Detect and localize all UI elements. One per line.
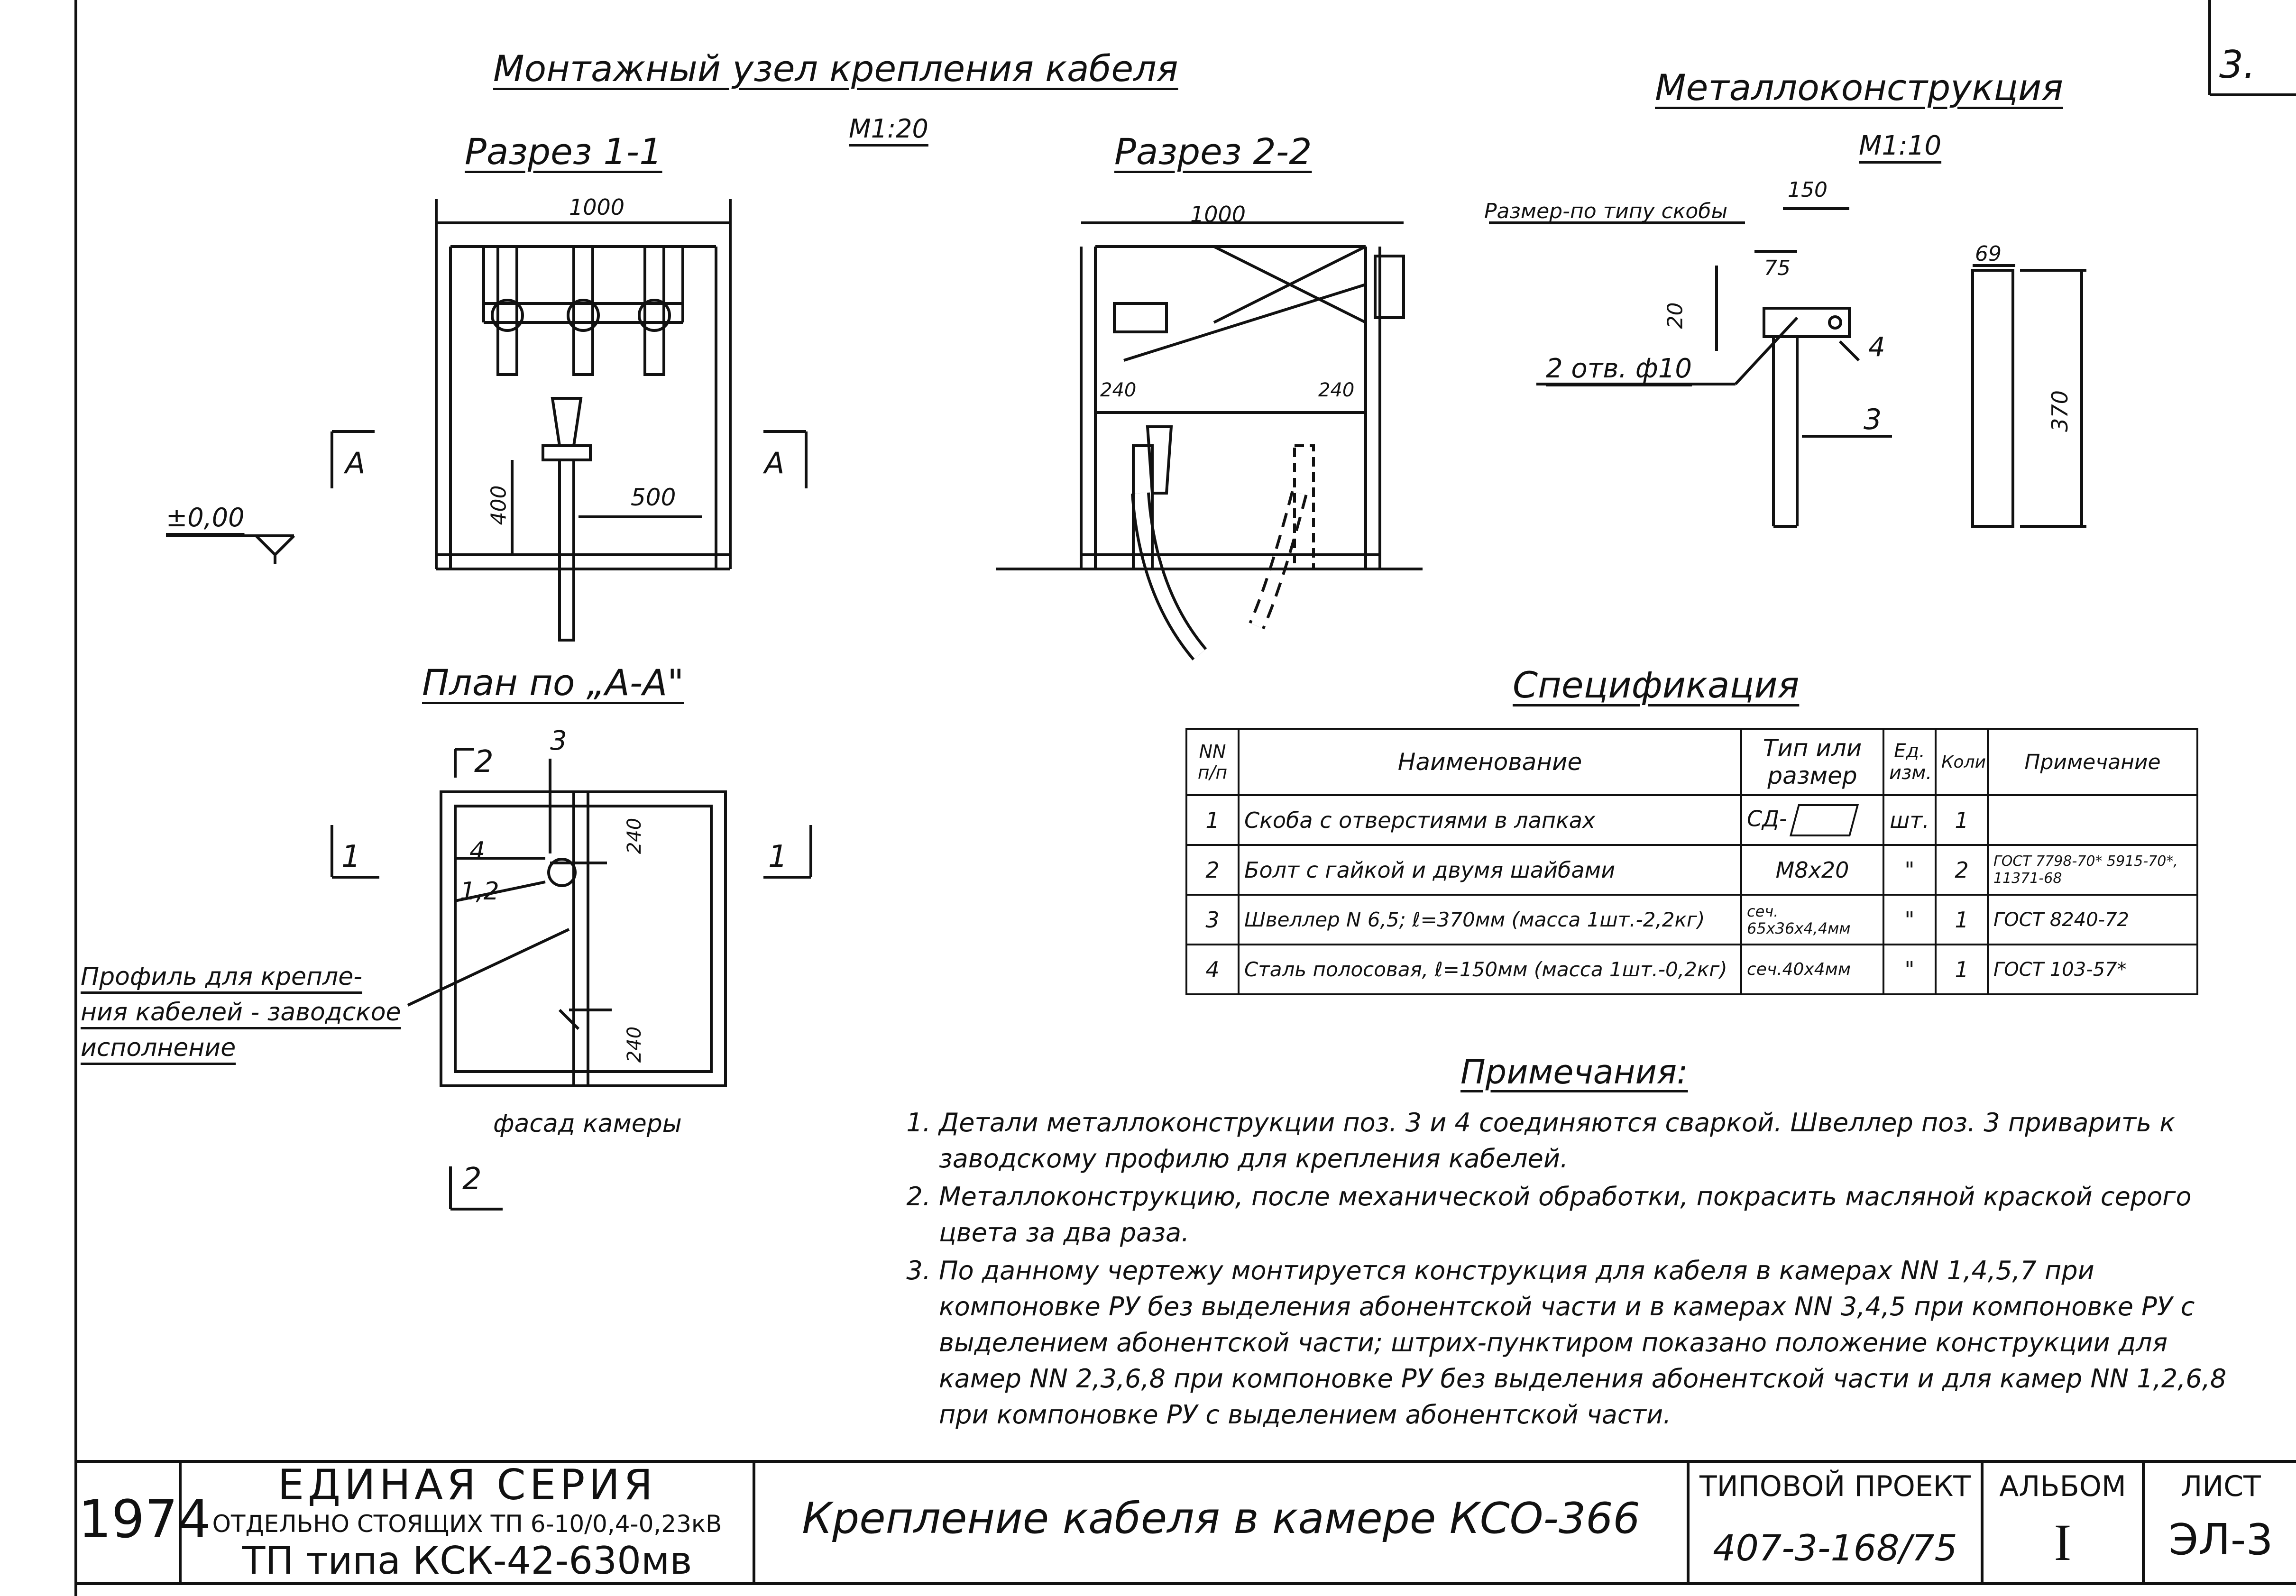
dim-1000-section11: 1000 [569, 194, 625, 220]
spec-cell-type-text: СД- [1747, 806, 1787, 831]
spec-cell-note: ГОСТ 103-57* [1987, 944, 2198, 995]
spec-cell-note: ГОСТ 7798-70* 5915-70*, 11371-68 [1987, 844, 2198, 896]
spec-header-qty: Колич. [1935, 728, 1989, 796]
dim-20: 20 [1663, 302, 1688, 329]
scale-1-20: М1:20 [849, 114, 928, 144]
cut-arrow-a-right: А [764, 446, 785, 480]
tb-series-title: ЕДИНАЯ СЕРИЯ [277, 1460, 657, 1509]
tb-series-sub: ОТДЕЛЬНО СТОЯЩИХ ТП 6-10/0,4-0,23кВ [212, 1510, 722, 1538]
spec-cell-qty: 1 [1935, 894, 1989, 945]
metal-title: Металлоконструкция [1655, 66, 2063, 109]
profile-note-line2: ния кабелей - заводское [81, 998, 401, 1027]
spec-header-row: NN п/п Наименование Тип или размер Ед. и… [1185, 728, 2198, 796]
notes-title: Примечания: [1460, 1053, 1688, 1092]
tb-tp-type: ТП типа КСК-42-630мв [242, 1539, 692, 1583]
note-item-2: Металлоконструкцию, после механической о… [939, 1179, 2252, 1251]
dim-69: 69 [1975, 242, 2002, 266]
spec-cell-qty: 2 [1935, 844, 1989, 896]
dim-1000-section22: 1000 [1190, 202, 1246, 227]
spec-cell-name: Швеллер N 6,5; ℓ=370мм (масса 1шт.-2,2кг… [1238, 894, 1742, 945]
tb-year: 1974 [78, 1489, 211, 1550]
spec-cell-name: Скоба с отверстиями в лапках [1238, 794, 1742, 846]
spec-table: NN п/п Наименование Тип или размер Ед. и… [1185, 728, 2198, 995]
section-1-1-title: Разрез 1-1 [465, 130, 662, 173]
dim-370: 370 [2047, 390, 2073, 432]
spec-cell-type: М8х20 [1740, 844, 1884, 896]
main-title: Монтажный узел крепления кабеля [493, 47, 1178, 90]
metal-pos-3: 3 [1864, 403, 1882, 436]
spec-cell-num: 1 [1185, 794, 1240, 846]
tb-drawing-title: Крепление кабеля в камере КСО-366 [802, 1494, 1640, 1543]
facade-label: фасад камеры [493, 1110, 682, 1138]
spec-header-unit: Ед. изм. [1883, 728, 1937, 796]
spec-cell-type: СД- [1740, 794, 1884, 846]
spec-cell-note: ГОСТ 8240-72 [1987, 894, 2198, 945]
tb-album-label: АЛЬБОМ [1999, 1470, 2126, 1503]
plan-cut-2-bottom: 2 [462, 1162, 482, 1197]
dim-240-left: 240 [1100, 379, 1137, 401]
spec-cell-type: сеч.40х4мм [1740, 944, 1884, 995]
spec-header-type: Тип или размер [1740, 728, 1884, 796]
tb-sheet-code: ЭЛ-3 [2168, 1515, 2273, 1565]
note-item-1: Детали металлоконструкции поз. 3 и 4 сое… [939, 1105, 2252, 1177]
spec-cell-num: 2 [1185, 844, 1240, 896]
spec-cell-type: сеч. 65х36х4,4мм [1740, 894, 1884, 945]
spec-cell-qty: 1 [1935, 944, 1989, 995]
notes-list: Детали металлоконструкции поз. 3 и 4 сое… [910, 1105, 2252, 1435]
dim-240-right: 240 [1318, 379, 1355, 401]
corner-sheet-number: 3. [2219, 43, 2256, 87]
plan-cut-1-left: 1 [341, 839, 361, 874]
level-mark: ±0,00 [166, 503, 245, 532]
plan-cut-2-top: 2 [474, 744, 494, 780]
dim-400: 400 [487, 485, 511, 525]
tb-album-number: I [2054, 1513, 2072, 1571]
profile-note-line3: исполнение [81, 1034, 236, 1062]
bracket-shape-icon [1790, 804, 1859, 836]
spec-cell-note [1987, 794, 2198, 846]
spec-cell-num: 4 [1185, 944, 1240, 995]
spec-header-num: NN п/п [1185, 728, 1240, 796]
table-row: 3 Швеллер N 6,5; ℓ=370мм (масса 1шт.-2,2… [1185, 894, 2198, 945]
plan-pos-3: 3 [550, 725, 567, 756]
table-row: 4 Сталь полосовая, ℓ=150мм (масса 1шт.-0… [1185, 944, 2198, 995]
plan-pos-1-2: 1,2 [460, 877, 499, 906]
spec-header-name: Наименование [1238, 728, 1742, 796]
holes-label: 2 отв. ф10 [1546, 353, 1692, 384]
cut-arrow-a-left: А [345, 446, 366, 480]
plan-pos-4: 4 [469, 837, 486, 865]
spec-header-note: Примечание [1987, 728, 2198, 796]
section-2-2-title: Разрез 2-2 [1114, 130, 1312, 173]
plan-dim-240-top: 240 [624, 817, 646, 854]
metal-pos-4: 4 [1868, 332, 1885, 363]
scale-1-10: М1:10 [1859, 130, 1942, 161]
table-row: 2 Болт с гайкой и двумя шайбами М8х20 " … [1185, 844, 2198, 896]
note-item-3: По данному чертежу монтируется конструкц… [939, 1253, 2252, 1433]
spec-cell-unit: " [1883, 894, 1937, 945]
plan-dim-240-bottom: 240 [624, 1026, 646, 1063]
tb-project-number: 407-3-168/75 [1713, 1527, 1957, 1569]
spec-cell-unit: шт. [1883, 794, 1937, 846]
spec-cell-unit: " [1883, 944, 1937, 995]
tb-sheet-label: ЛИСТ [2181, 1470, 2261, 1503]
spec-cell-name: Сталь полосовая, ℓ=150мм (масса 1шт.-0,2… [1238, 944, 1742, 995]
spec-cell-unit: " [1883, 844, 1937, 896]
tb-project-label: ТИПОВОЙ ПРОЕКТ [1699, 1470, 1971, 1503]
spec-title: Спецификация [1513, 664, 1800, 706]
spec-cell-qty: 1 [1935, 794, 1989, 846]
spec-cell-name: Болт с гайкой и двумя шайбами [1238, 844, 1742, 896]
dim-150: 150 [1788, 178, 1828, 202]
size-note: Размер-по типу скобы [1484, 199, 1728, 223]
dim-75: 75 [1764, 256, 1791, 280]
profile-note-line1: Профиль для крепле- [81, 963, 362, 991]
dim-500: 500 [631, 484, 676, 511]
spec-cell-num: 3 [1185, 894, 1240, 945]
plan-cut-1-right: 1 [768, 839, 788, 874]
table-row: 1 Скоба с отверстиями в лапках СД- шт. 1 [1185, 794, 2198, 846]
plan-title: План по „А-А" [422, 661, 684, 704]
